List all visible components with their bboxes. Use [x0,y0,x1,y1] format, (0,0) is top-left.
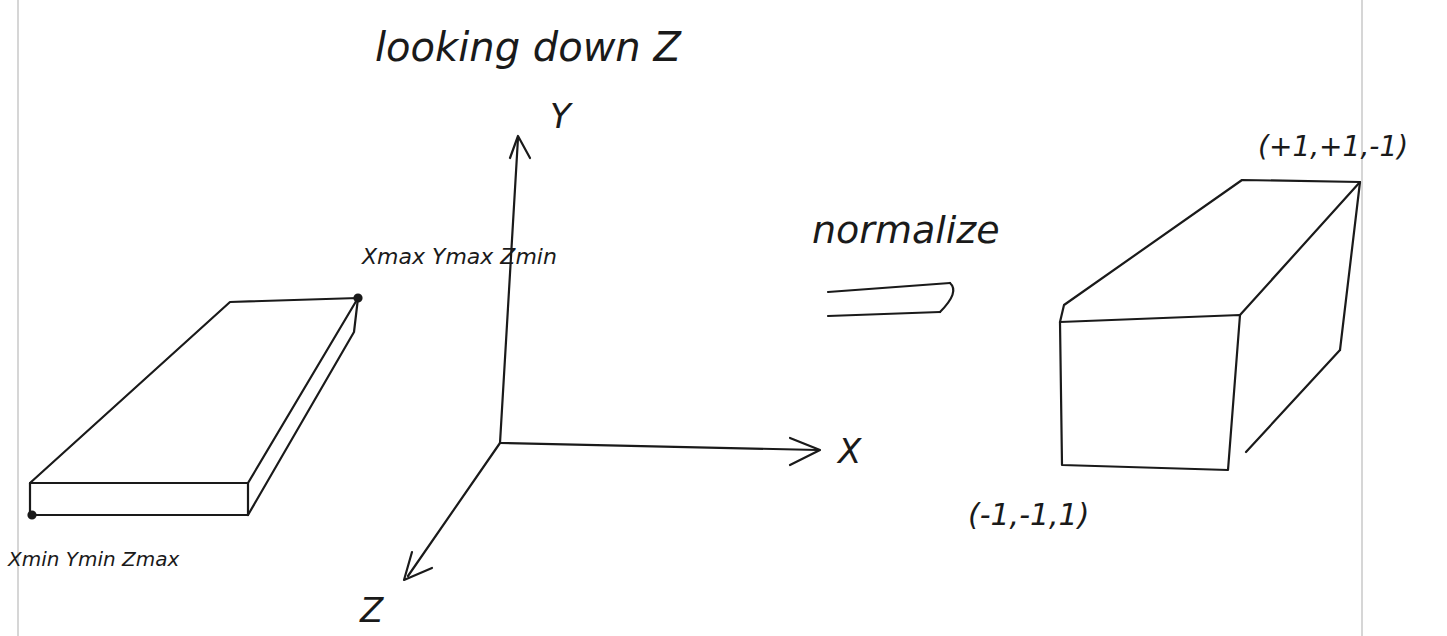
corner-coordinate: (+1,+1,-1) [1258,132,1408,163]
normalized-box [1060,180,1360,470]
view-note: looking down Z [375,25,681,69]
axis-label: Y [550,98,571,135]
corner-coordinate: (-1,-1,1) [968,498,1089,531]
corner-label: Xmin Ymin Zmax [8,548,179,570]
corner-label: Xmax Ymax Zmin [362,245,557,269]
page-rule [1361,0,1363,636]
axis-label: Z [360,592,383,629]
slab [29,295,362,519]
axes [404,136,820,580]
page-rule [17,0,19,636]
axis-label: X [838,433,861,470]
step-label: normalize [812,210,1000,252]
normalize-arrow [828,283,953,316]
